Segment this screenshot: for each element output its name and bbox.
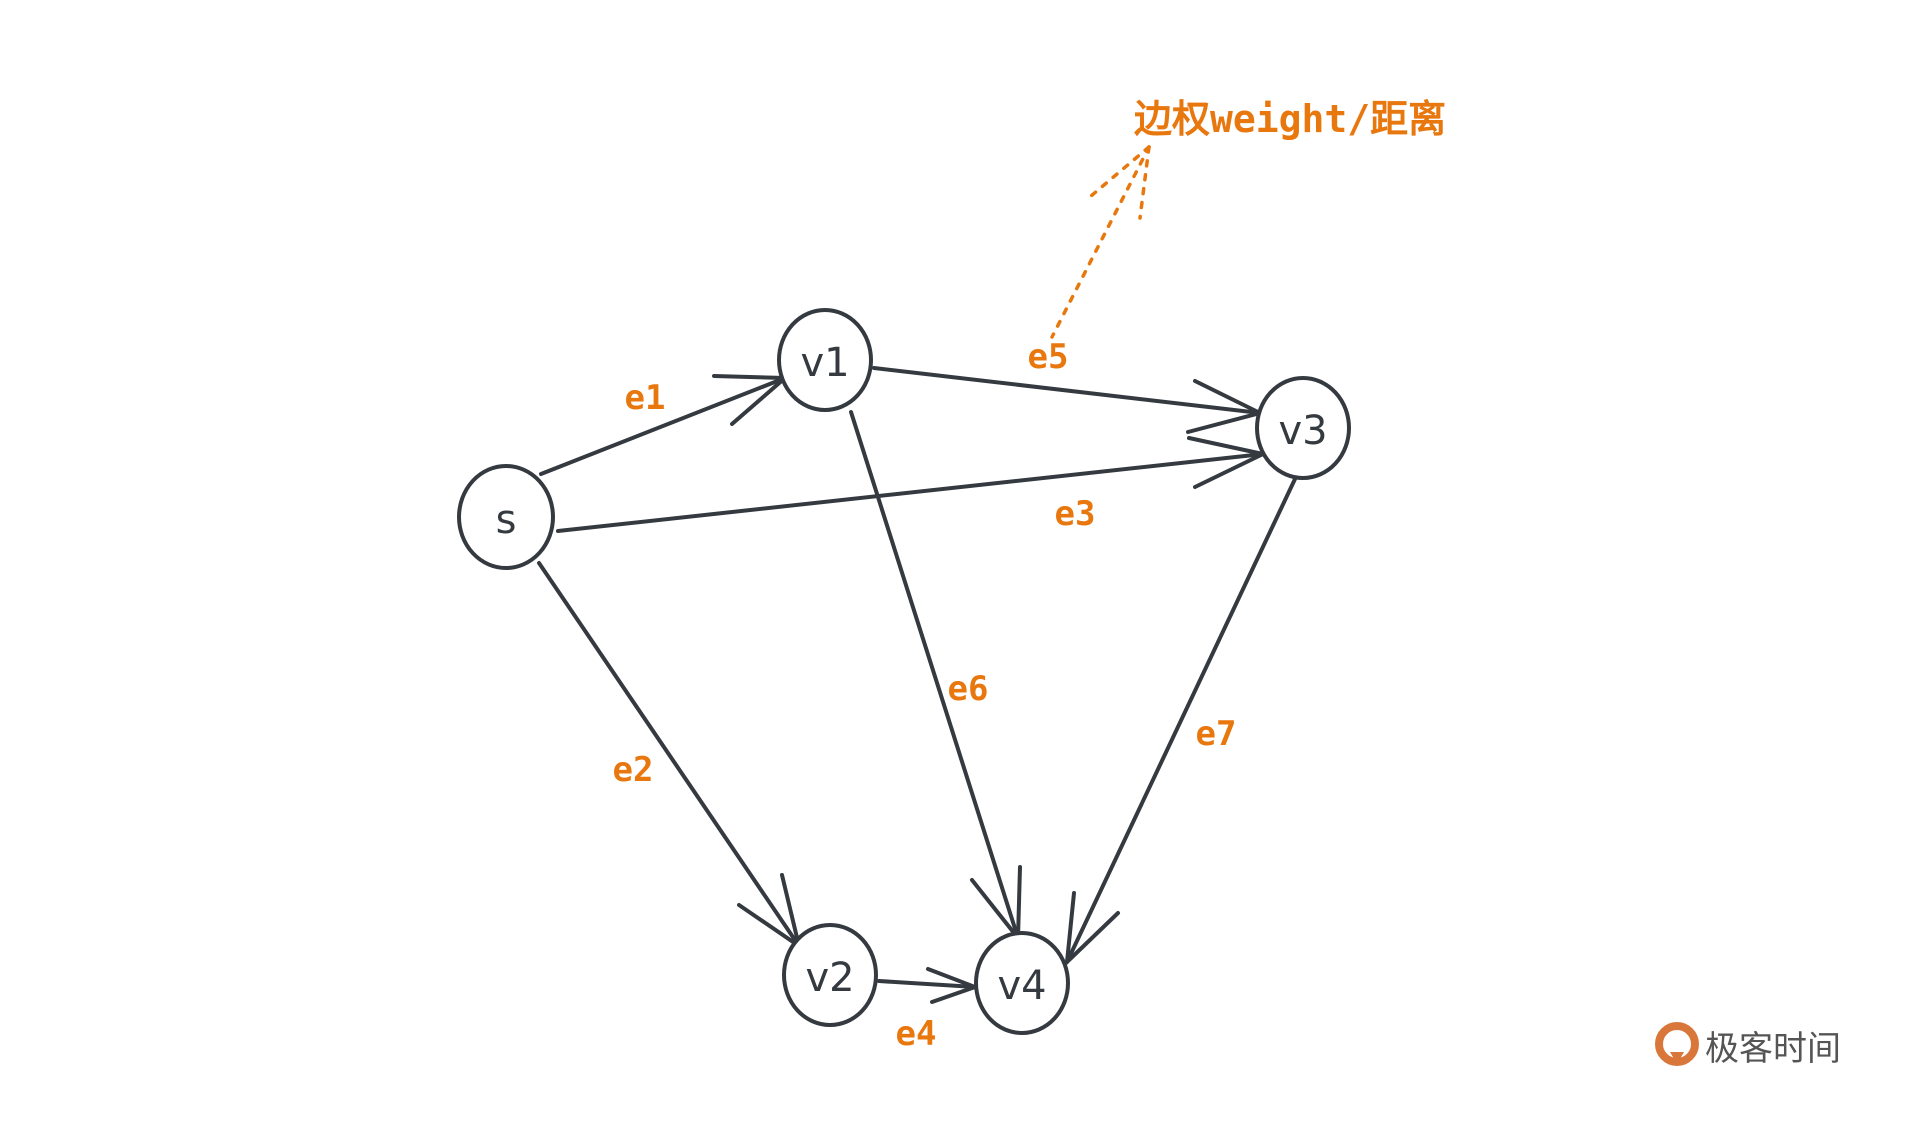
node-v2: v2 [782,923,878,1027]
logo: 极客时间 [1655,1022,1841,1069]
node-label: v4 [997,963,1046,1009]
node-label: v2 [805,955,854,1001]
logo-text: 极客时间 [1705,1029,1841,1069]
edge-e7 [1064,477,1297,968]
edge-e5 [872,366,1266,434]
annotation-label: 边权weight/距离 [1134,97,1446,141]
logo-icon [1655,1022,1699,1066]
arrowhead [1064,891,1120,968]
edge-label-e5: e5 [1028,337,1069,377]
edge-label-e4: e4 [896,1014,937,1054]
annotation-pointer [1050,145,1151,339]
edge-label-e7: e7 [1196,714,1237,754]
edge-label-e1: e1 [625,378,666,418]
edge-label-e6: e6 [948,669,989,709]
edge-e4 [877,967,981,1004]
edge-e2 [537,561,803,951]
node-label: v3 [1278,408,1327,454]
node-v3: v3 [1255,376,1351,480]
node-v4: v4 [974,931,1070,1035]
node-v1: v1 [777,308,873,412]
edge-label-e3: e3 [1055,494,1096,534]
edge-e3 [556,436,1270,533]
edge-label-e2: e2 [613,750,654,790]
node-label: v1 [800,340,849,386]
node-label: s [496,497,517,543]
node-s: s [457,464,555,570]
